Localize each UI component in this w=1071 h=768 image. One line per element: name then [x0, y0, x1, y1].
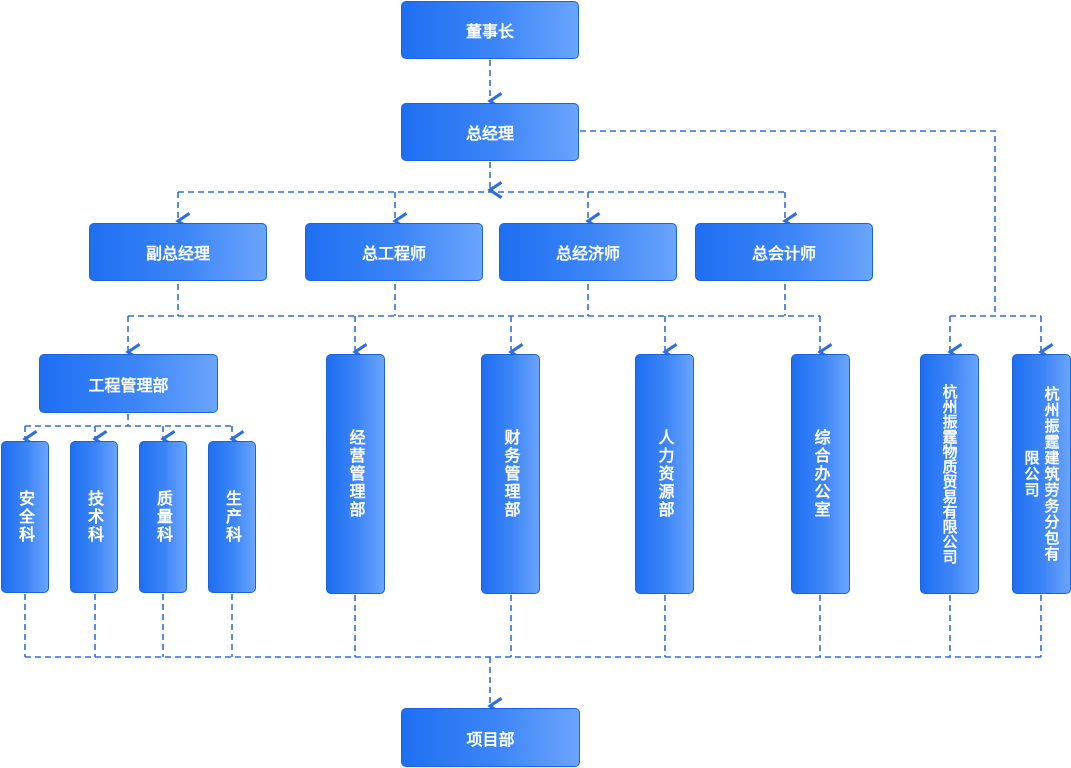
tech-section-box: 技术科: [70, 441, 118, 593]
general-manager-label: 总经理: [465, 124, 514, 143]
connector-gm-subsidiaries: [580, 130, 996, 316]
finance-dept-box: 财务管理部: [481, 354, 540, 594]
safety-section-box: 安全科: [1, 441, 49, 593]
chief-accountant-box: 总会计师: [695, 223, 873, 281]
deputy-gm-box: 副总经理: [89, 223, 267, 281]
general-manager-box: 总经理: [401, 103, 579, 161]
project-dept-box: 项目部: [401, 708, 580, 767]
general-office-label: 综合办公室: [811, 429, 831, 519]
engineering-dept-label: 工程管理部: [88, 375, 169, 395]
safety-section-label: 安全科: [16, 490, 35, 544]
trade-company-label: 杭州振霆物质贸易有限公司: [940, 384, 959, 564]
chief-economist-label: 总经济师: [555, 244, 620, 263]
chief-economist-box: 总经济师: [499, 223, 677, 281]
project-dept-label: 项目部: [466, 729, 515, 749]
hr-dept-box: 人力资源部: [635, 354, 694, 594]
general-office-box: 综合办公室: [791, 354, 850, 594]
quality-section-box: 质量科: [139, 441, 187, 593]
chief-accountant-label: 总会计师: [751, 244, 816, 263]
chief-engineer-box: 总工程师: [305, 223, 483, 281]
production-section-label: 生产科: [223, 490, 242, 544]
labor-company-box: 杭州振霆建筑劳务分包有限公司: [1012, 354, 1071, 594]
operations-dept-box: 经营管理部: [326, 354, 385, 594]
chairman-label: 董事长: [465, 22, 514, 41]
chairman-box: 董事长: [401, 1, 579, 59]
finance-dept-label: 财务管理部: [501, 429, 521, 519]
quality-section-label: 质量科: [154, 490, 173, 544]
chief-engineer-label: 总工程师: [361, 244, 426, 263]
hr-dept-label: 人力资源部: [655, 429, 675, 519]
deputy-gm-label: 副总经理: [145, 244, 210, 263]
trade-company-box: 杭州振霆物质贸易有限公司: [920, 354, 979, 594]
engineering-dept-box: 工程管理部: [39, 354, 218, 413]
tech-section-label: 技术科: [85, 490, 104, 544]
production-section-box: 生产科: [208, 441, 256, 593]
operations-dept-label: 经营管理部: [346, 429, 366, 519]
labor-company-label: 杭州振霆建筑劳务分包有限公司: [1022, 386, 1061, 562]
